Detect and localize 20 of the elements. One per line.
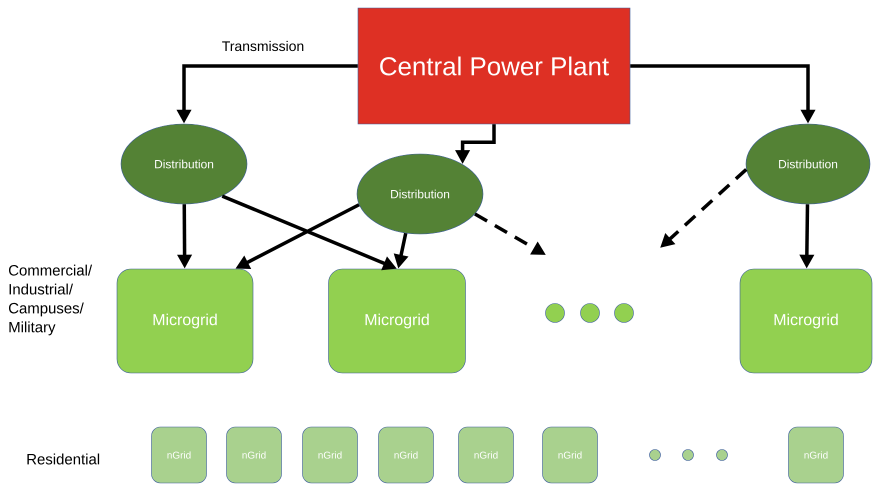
side-label: Residential <box>27 454 100 464</box>
microgrid-box: Microgrid <box>740 268 872 374</box>
ngrid-box: nGrid <box>151 426 207 484</box>
power-plant-box: Central Power Plant <box>358 8 630 124</box>
ellipsis-dot <box>545 303 565 323</box>
microgrid-box: Microgrid <box>328 268 466 374</box>
ngrid-box: nGrid <box>458 426 514 484</box>
ellipsis-dot <box>580 303 600 323</box>
ellipsis-dot <box>614 303 634 323</box>
ngrid-box: nGrid <box>378 426 434 484</box>
ngrid-box: nGrid <box>788 426 844 484</box>
ngrid-box: nGrid <box>302 426 358 484</box>
ellipsis-dot <box>716 449 728 461</box>
ngrid-box: nGrid <box>542 426 598 484</box>
edge-label: Transmission <box>220 40 306 52</box>
ellipsis-dot <box>649 449 661 461</box>
ngrid-box: nGrid <box>226 426 282 484</box>
side-label: Commercial/ Industrial/ Campuses/ Military <box>8 264 92 336</box>
microgrid-box: Microgrid <box>116 268 254 374</box>
ellipsis-dot <box>682 449 694 461</box>
